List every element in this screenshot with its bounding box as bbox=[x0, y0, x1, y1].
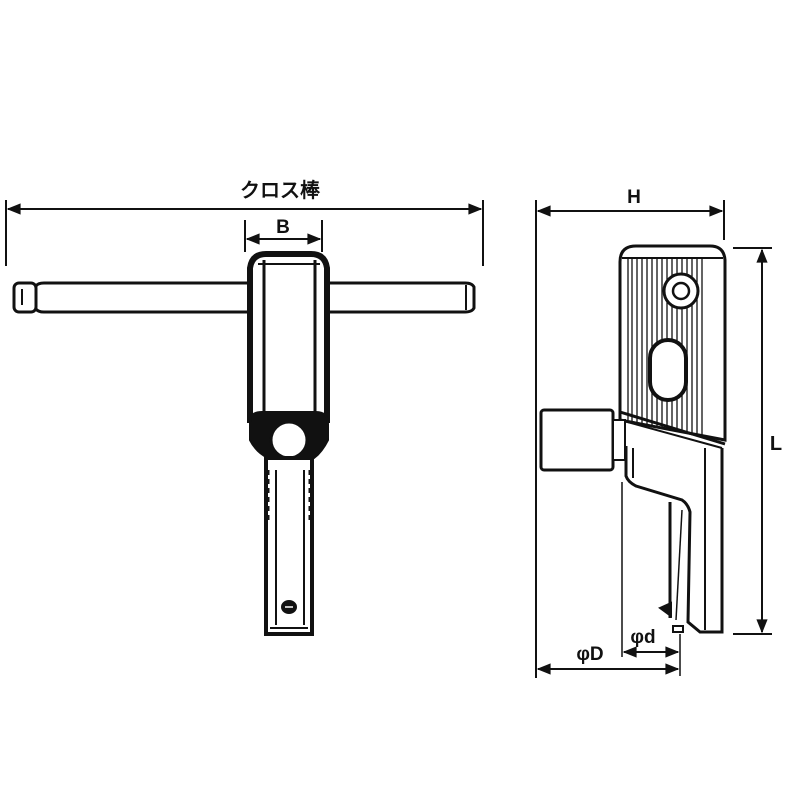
cross-bar-left bbox=[12, 281, 250, 314]
phi-D-label: φD bbox=[576, 644, 603, 665]
front-view: クロス棒 B bbox=[5, 178, 484, 636]
h-dimension: H bbox=[535, 187, 725, 678]
phi-d-dimension: φd bbox=[621, 482, 681, 676]
side-knob bbox=[539, 408, 626, 472]
h-label: H bbox=[627, 187, 641, 208]
phi-D-dimension: φD bbox=[536, 644, 680, 675]
cross-bar-right bbox=[326, 281, 476, 314]
l-dimension: L bbox=[733, 247, 782, 635]
handle-body bbox=[247, 251, 330, 636]
side-body bbox=[624, 446, 724, 634]
phi-d-small-label: φd bbox=[630, 627, 655, 648]
l-label: L bbox=[770, 433, 782, 455]
side-head bbox=[618, 244, 727, 449]
cross-bar-label: クロス棒 bbox=[240, 178, 321, 202]
b-label: B bbox=[276, 217, 290, 238]
side-view: H L bbox=[535, 187, 782, 678]
b-dimension: B bbox=[244, 217, 323, 252]
cross-bar-dimension: クロス棒 bbox=[5, 178, 484, 266]
